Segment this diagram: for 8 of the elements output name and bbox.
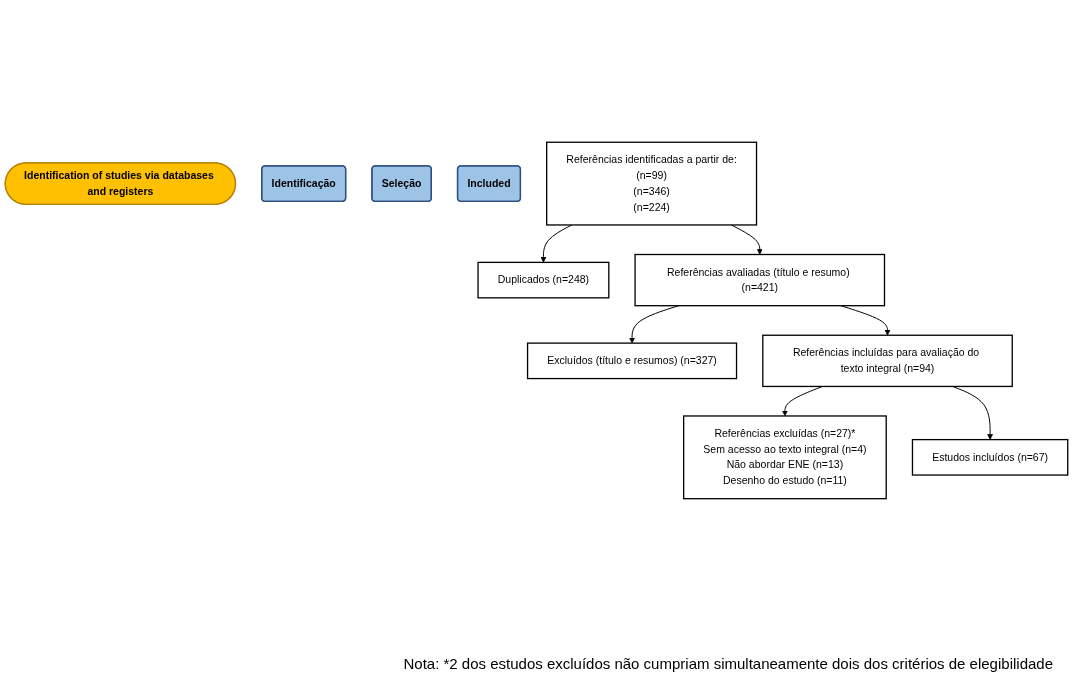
node-box: Estudos incluídos (n=67) (911, 438, 1069, 476)
node-box: Referências incluídas para avaliação do texto integral (n=94) (762, 334, 1013, 387)
node-box: Referências avaliadas (título e resumo) (n=421) (634, 253, 886, 306)
caption: Nota: *2 dos estudos excluídos não cumpriam simultaneamente dois dos critérios de elegibilidade (403, 655, 1053, 672)
node-box: Excluídos (título e resumos) (n=327) (526, 342, 738, 379)
node-box: Referências excluídas (n=27)* Sem acesso ao texto integral (n=4) Não abordar ENE (n=13) Desenho do estudo (n=11) (683, 414, 887, 499)
node-box: Referências identificadas a partir de: (n=99) (n=346) (n=224) (546, 141, 758, 226)
node-box: Duplicados (n=248) (477, 261, 610, 298)
